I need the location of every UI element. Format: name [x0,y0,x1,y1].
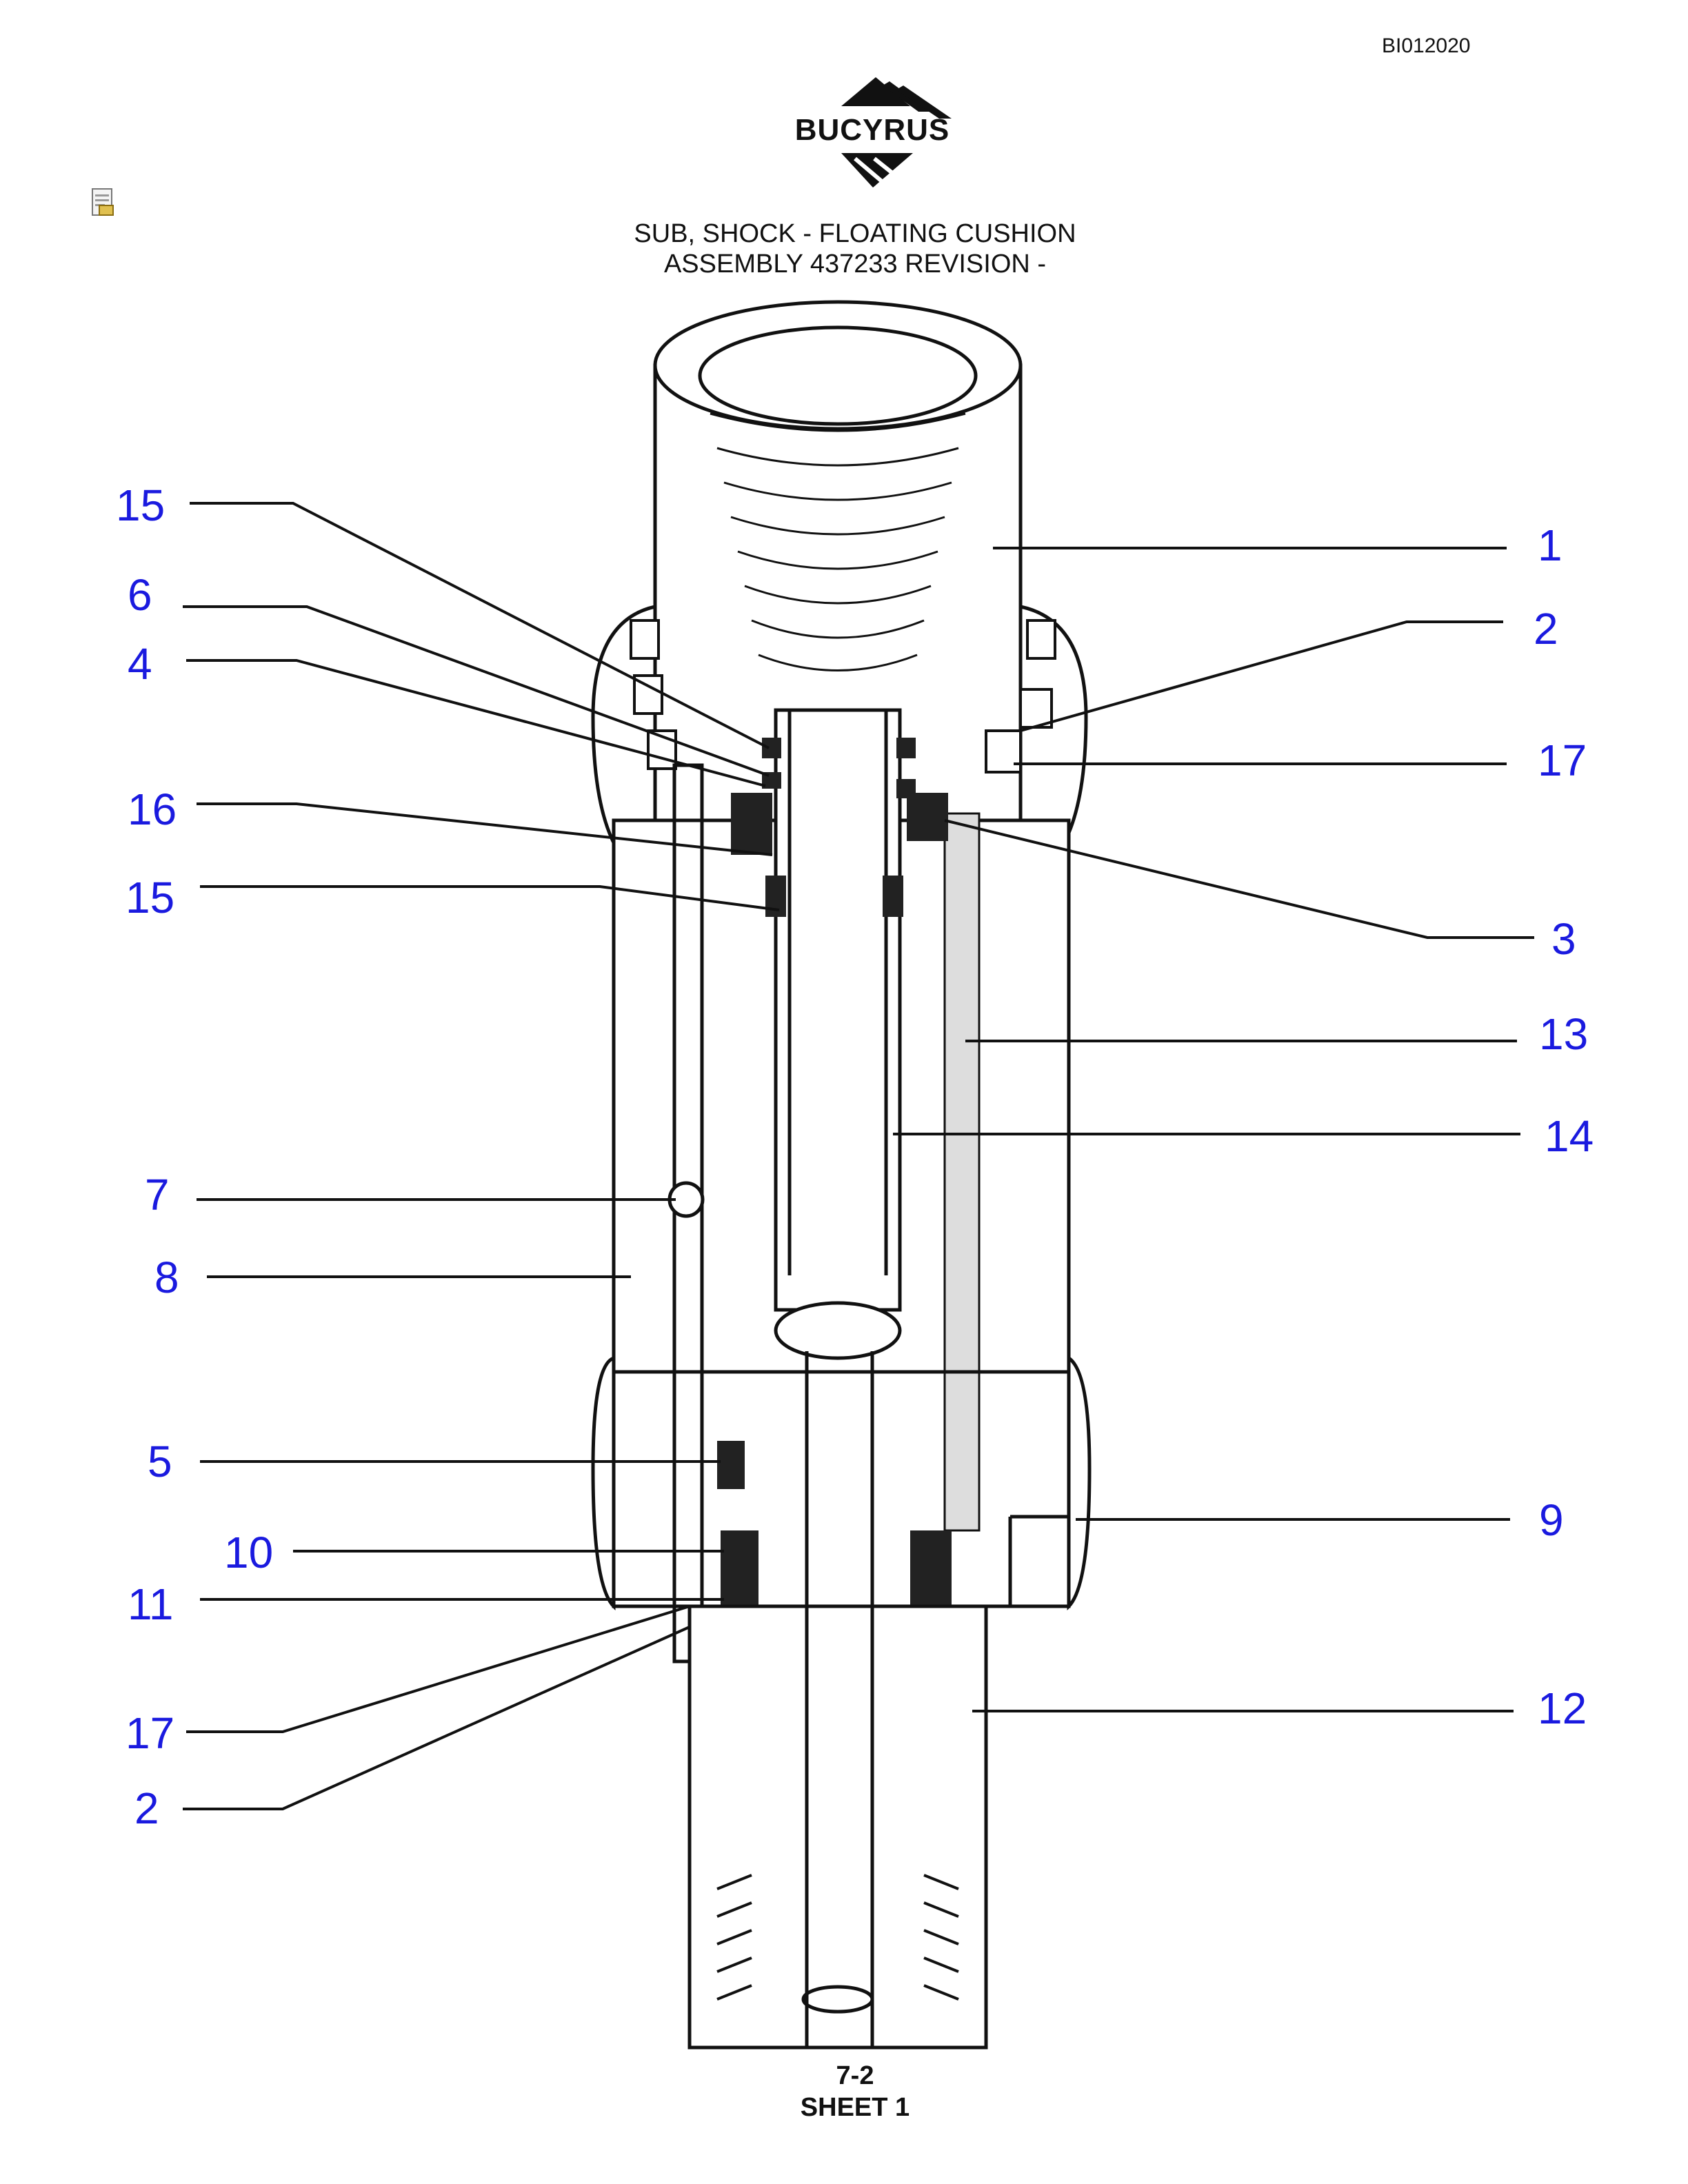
callout-left-1: 15 [116,481,165,530]
callout-left-9: 10 [224,1528,273,1577]
bucyrus-logo: BUCYRUS [772,74,979,192]
callout-numbers: 15 6 4 16 15 7 8 5 10 11 17 2 1 2 17 3 1… [116,481,1594,1833]
leader-lines [183,502,1534,1810]
callout-left-8: 5 [148,1437,172,1486]
callout-right-6: 14 [1545,1111,1594,1161]
callout-left-10: 11 [128,1579,173,1629]
document-icon[interactable] [90,188,117,218]
callout-left-12: 2 [134,1783,159,1833]
callout-right-1: 1 [1538,520,1563,570]
callout-right-3: 17 [1538,736,1587,785]
callout-right-7: 9 [1539,1495,1564,1545]
sheet-label: SHEET 1 [800,2093,910,2122]
callout-left-3: 4 [128,639,152,689]
callout-left-4: 16 [128,785,177,834]
callout-right-2: 2 [1534,604,1558,654]
brand-name: BUCYRUS [794,113,950,147]
callout-right-8: 12 [1538,1684,1587,1733]
title-line-2: ASSEMBLY 437233 REVISION - [663,250,1047,279]
callout-left-7: 8 [154,1253,179,1302]
title-line-1: SUB, SHOCK - FLOATING CUSHION [634,219,1076,248]
shock-sub-body [591,300,1092,2050]
callout-left-6: 7 [145,1170,170,1220]
document-id: BI012020 [1382,34,1471,57]
callout-left-11: 17 [125,1708,174,1758]
page-number: 7-2 [836,2061,874,2090]
callout-right-4: 3 [1551,914,1576,964]
callout-left-2: 6 [128,570,152,620]
callout-left-5: 15 [125,873,174,922]
callout-right-5: 13 [1539,1009,1588,1059]
